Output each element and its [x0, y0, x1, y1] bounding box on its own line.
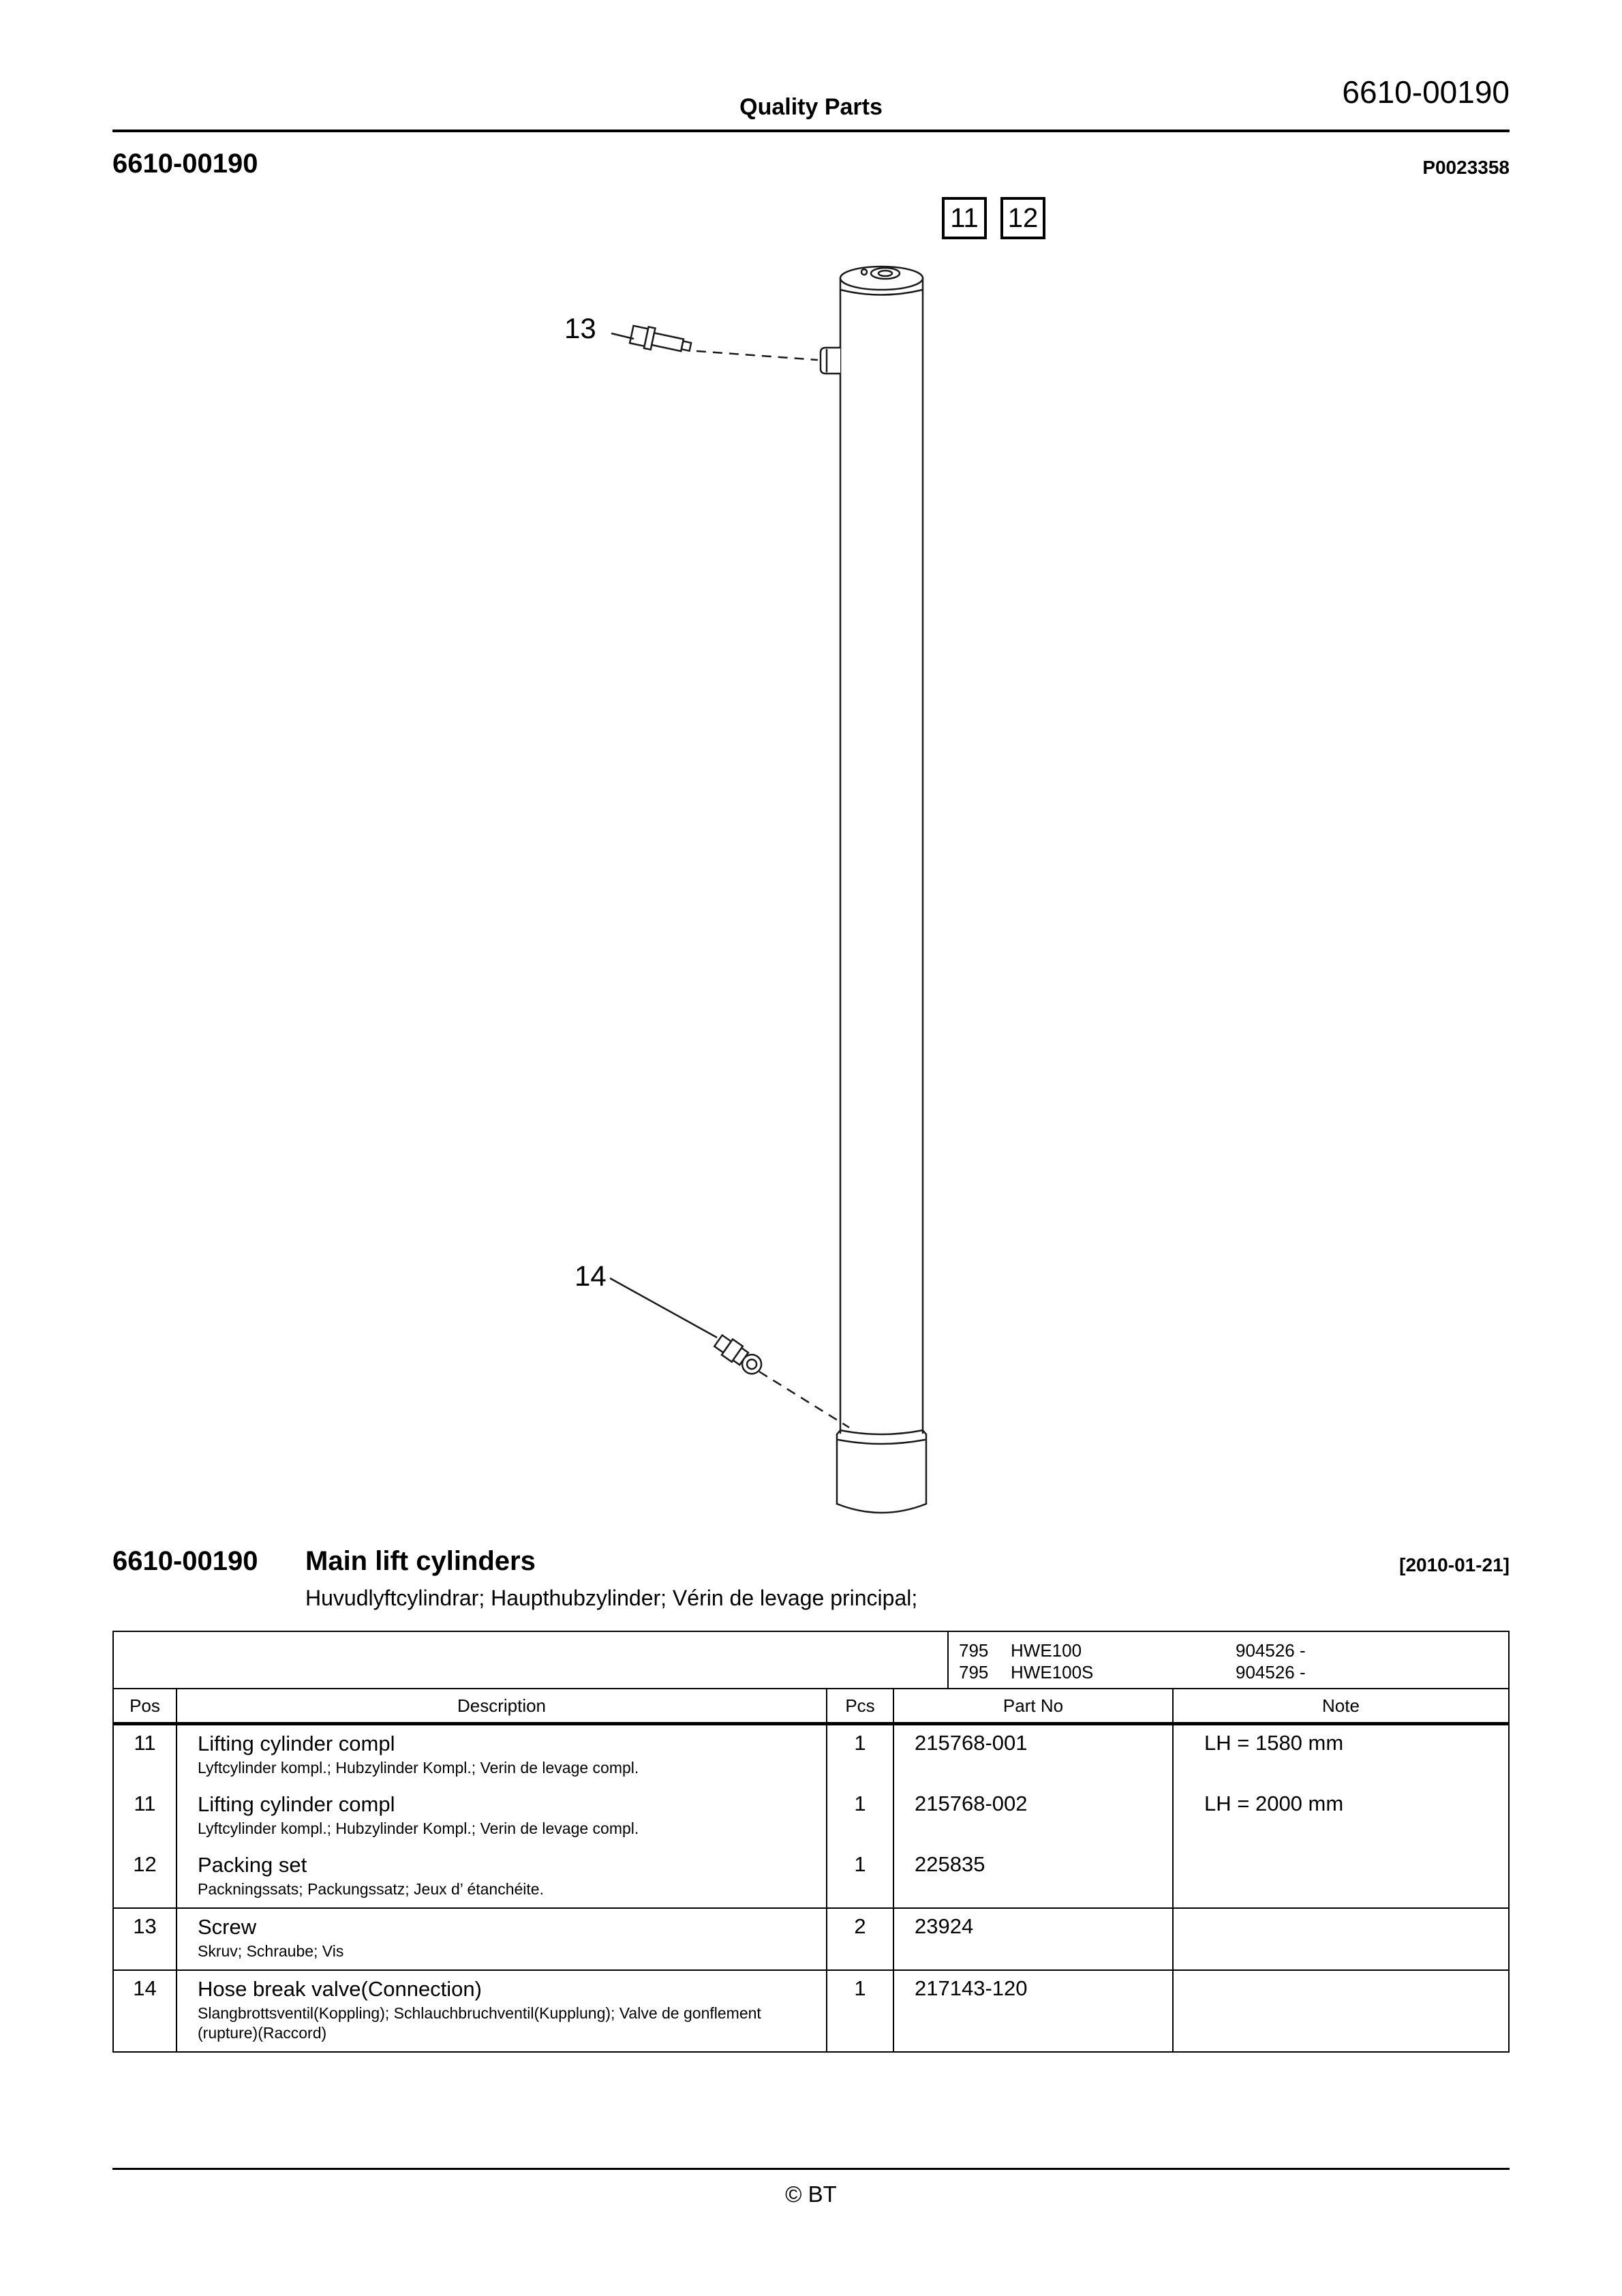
description-sub: Lyftcylinder kompl.; Hubzylinder Kompl.;… — [198, 1759, 639, 1777]
model-name: HWE100 — [1011, 1640, 1082, 1661]
header-doc-number: 6610-00190 — [1342, 74, 1510, 110]
parts-table: 795 HWE100 904526 - 795 HWE100S 904526 -… — [112, 1631, 1510, 2053]
cell-part-no: 217143-120 — [894, 1971, 1174, 2051]
cell-pcs: 1 — [827, 1786, 894, 1847]
header-pcs: Pcs — [827, 1689, 894, 1722]
title-doc-number: 6610-00190 — [112, 1546, 258, 1576]
table-row: 11 Lifting cylinder compl Lyftcylinder k… — [114, 1786, 1508, 1847]
valve-part-drawing — [713, 1333, 763, 1375]
table-header-row: Pos Description Pcs Part No Note — [114, 1689, 1508, 1725]
part-label-13: 13 — [564, 312, 596, 344]
cell-note — [1174, 1847, 1508, 1907]
description-sub: Lyftcylinder kompl.; Hubzylinder Kompl.;… — [198, 1819, 639, 1837]
description-sub: Slangbrottsventil(Koppling); Schlauchbru… — [198, 2004, 761, 2042]
table-row: 12 Packing set Packningssats; Packungssa… — [114, 1847, 1508, 1909]
table-row: 14 Hose break valve(Connection) Slangbro… — [114, 1971, 1508, 2051]
cell-pcs: 2 — [827, 1909, 894, 1969]
header-description: Description — [177, 1689, 827, 1722]
photo-reference: P0023358 — [1422, 157, 1510, 178]
part-label-14: 14 — [575, 1260, 607, 1292]
cell-pos: 12 — [114, 1847, 177, 1907]
header-part-no: Part No — [894, 1689, 1174, 1722]
model-name: HWE100S — [1011, 1662, 1094, 1682]
description-main: Packing set — [198, 1853, 307, 1877]
model-code: 795 — [959, 1640, 989, 1661]
cell-description: Lifting cylinder compl Lyftcylinder komp… — [177, 1786, 827, 1847]
header-pos: Pos — [114, 1689, 177, 1722]
header-rule — [112, 130, 1510, 132]
model-serial: 904526 - — [1236, 1662, 1306, 1682]
page-title: Main lift cylinders — [305, 1546, 536, 1576]
description-main: Hose break valve(Connection) — [198, 1977, 482, 2001]
cell-part-no: 215768-002 — [894, 1786, 1174, 1847]
header-title: Quality Parts — [739, 94, 883, 120]
model-serial: 904526 - — [1236, 1640, 1306, 1661]
cell-pos: 11 — [114, 1725, 177, 1786]
cell-pos: 14 — [114, 1971, 177, 2051]
callout-box-12: 12 — [1000, 197, 1045, 239]
model-applicability-box: 795 HWE100 904526 - 795 HWE100S 904526 - — [114, 1632, 1508, 1689]
cell-note: LH = 2000 mm — [1204, 1792, 1344, 1815]
cell-description: Lifting cylinder compl Lyftcylinder komp… — [177, 1725, 827, 1786]
cell-description: Hose break valve(Connection) Slangbrotts… — [177, 1971, 827, 2051]
cell-note — [1174, 1909, 1508, 1969]
description-main: Lifting cylinder compl — [198, 1732, 395, 1755]
page-subtitle: Huvudlyftcylindrar; Haupthubzylinder; Vé… — [305, 1586, 918, 1610]
cell-part-no: 23924 — [894, 1909, 1174, 1969]
description-main: Lifting cylinder compl — [198, 1792, 395, 1816]
cell-pos: 11 — [114, 1786, 177, 1847]
model-code: 795 — [959, 1662, 989, 1682]
cell-part-no: 215768-001 — [894, 1725, 1174, 1786]
screw-part-drawing — [628, 324, 692, 352]
cell-note — [1174, 1971, 1508, 2051]
callout-box-11: 11 — [942, 197, 987, 239]
description-sub: Packningssats; Packungssatz; Jeux d’ éta… — [198, 1880, 544, 1898]
table-row: 13 Screw Skruv; Schraube; Vis 2 23924 — [114, 1909, 1508, 1971]
footer-rule — [112, 2168, 1510, 2170]
cell-description: Packing set Packningssats; Packungssatz;… — [177, 1847, 827, 1907]
cell-pcs: 1 — [827, 1725, 894, 1786]
description-main: Screw — [198, 1915, 257, 1939]
doc-number: 6610-00190 — [112, 149, 258, 179]
cell-note: LH = 1580 mm — [1204, 1731, 1344, 1755]
cell-pcs: 1 — [827, 1847, 894, 1907]
revision-date: [2010-01-21] — [1399, 1554, 1510, 1575]
cell-pos: 13 — [114, 1909, 177, 1969]
header-note: Note — [1322, 1695, 1360, 1716]
model-box-divider — [947, 1632, 949, 1688]
description-sub: Skruv; Schraube; Vis — [198, 1942, 344, 1960]
cell-part-no: 225835 — [894, 1847, 1174, 1907]
cell-pcs: 1 — [827, 1971, 894, 2051]
table-row: 11 Lifting cylinder compl Lyftcylinder k… — [114, 1725, 1508, 1786]
cell-description: Screw Skruv; Schraube; Vis — [177, 1909, 827, 1969]
footer-copyright: © BT — [785, 2181, 837, 2207]
cylinder-diagram — [609, 265, 928, 1514]
